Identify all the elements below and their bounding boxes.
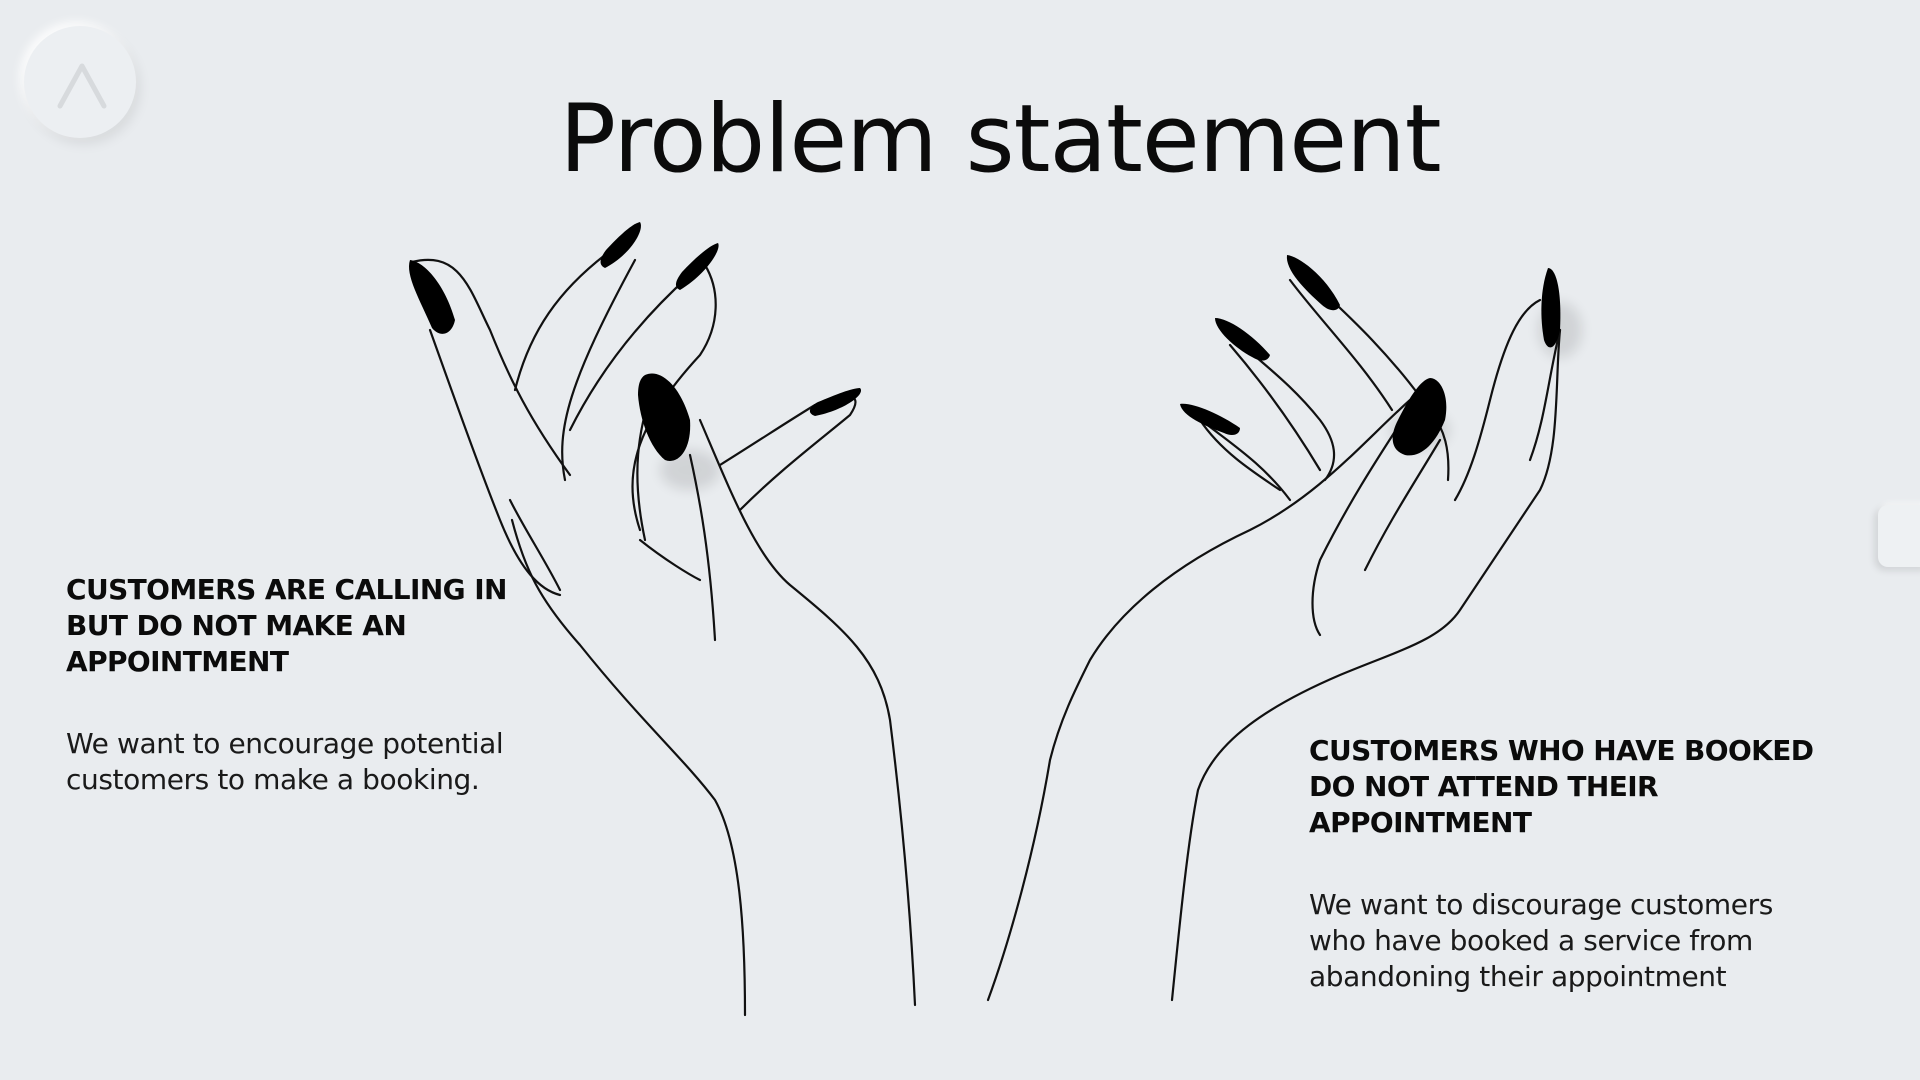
left-hand-nails: [409, 222, 862, 461]
left-problem-body: We want to encourage potential customers…: [66, 727, 504, 796]
right-problem-block: CUSTOMERS WHO HAVE BOOKED DO NOT ATTEND …: [1309, 733, 1829, 995]
side-navigation-tab[interactable]: [1878, 505, 1920, 567]
right-hand-nails: [1180, 255, 1561, 456]
page-title: Problem statement: [559, 85, 1441, 194]
left-problem-heading: CUSTOMERS ARE CALLING IN BUT DO NOT MAKE…: [66, 573, 507, 678]
logo-badge[interactable]: [24, 26, 136, 138]
right-problem-body: We want to discourage customers who have…: [1309, 888, 1773, 993]
left-hand: [410, 253, 917, 1017]
right-problem-heading: CUSTOMERS WHO HAVE BOOKED DO NOT ATTEND …: [1309, 734, 1814, 839]
left-problem-block: CUSTOMERS ARE CALLING IN BUT DO NOT MAKE…: [66, 572, 536, 798]
caret-up-icon: [57, 63, 107, 109]
